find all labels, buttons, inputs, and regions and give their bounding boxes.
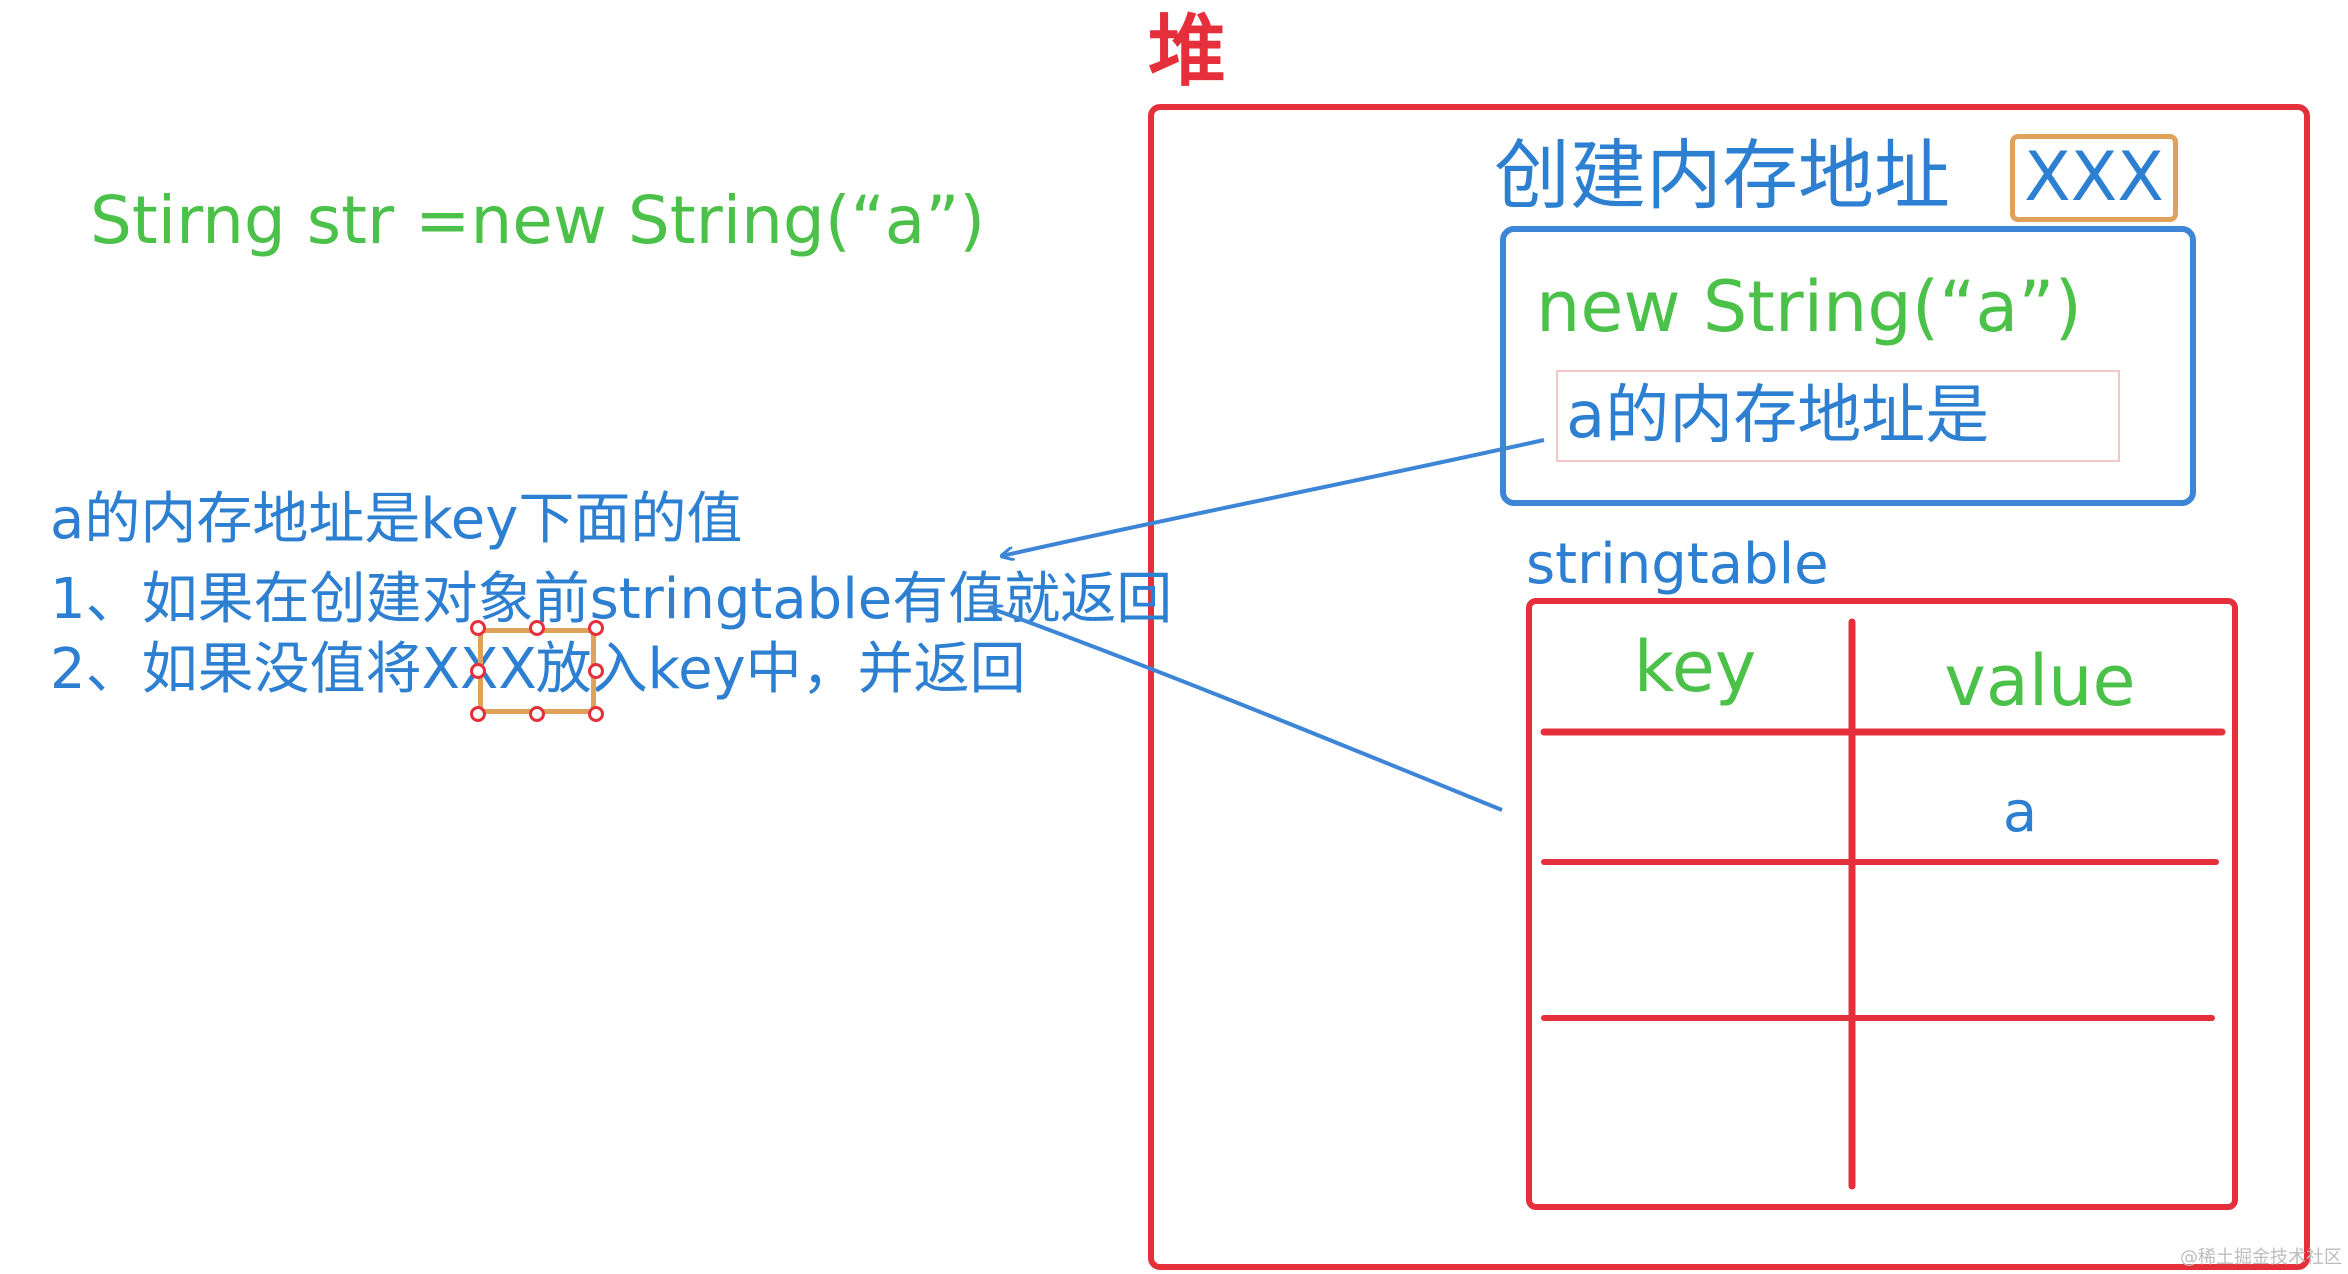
watermark: @稀土掘金技术社区 <box>2180 1247 2342 1268</box>
stringtable-label: stringtable <box>1526 532 1829 597</box>
heap-title: 堆 <box>1148 7 1227 97</box>
selection-handle-middle-right[interactable] <box>588 663 604 679</box>
note-line-2: 1、如果在创建对象前stringtable有值就返回 <box>50 567 1173 632</box>
stringtable-box <box>1526 598 2238 1210</box>
table-cell-row1-value: a <box>2002 780 2038 845</box>
string-object-box <box>1500 226 2196 506</box>
selection-handle-middle-left[interactable] <box>470 663 486 679</box>
note-line-1: a的内存地址是key下面的值 <box>50 487 743 552</box>
table-header-key: key <box>1633 626 1757 708</box>
selection-handle-top-center[interactable] <box>529 620 545 636</box>
object-note-box <box>1556 370 2120 462</box>
object-code-text: new String(“a”) <box>1536 266 2082 348</box>
code-statement: Stirng str =new String(“a”) <box>90 182 986 259</box>
create-address-label: 创建内存地址 <box>1494 131 1950 220</box>
selection-handle-bottom-left[interactable] <box>470 706 486 722</box>
selection-handle-bottom-center[interactable] <box>529 706 545 722</box>
address-value: XXX <box>2024 138 2164 217</box>
note-line-3-prefix: 2、如果没值将 <box>50 637 422 702</box>
object-note-text: a的内存地址是 <box>1566 379 1990 453</box>
table-header-value: value <box>1944 640 2136 722</box>
note-line-3-suffix: 放入key中，并返回 <box>535 637 1026 702</box>
selection-handle-top-left[interactable] <box>470 620 486 636</box>
selection-handle-bottom-right[interactable] <box>588 706 604 722</box>
selected-address-box[interactable] <box>478 628 596 714</box>
selection-handle-top-right[interactable] <box>588 620 604 636</box>
address-box <box>2010 134 2178 222</box>
